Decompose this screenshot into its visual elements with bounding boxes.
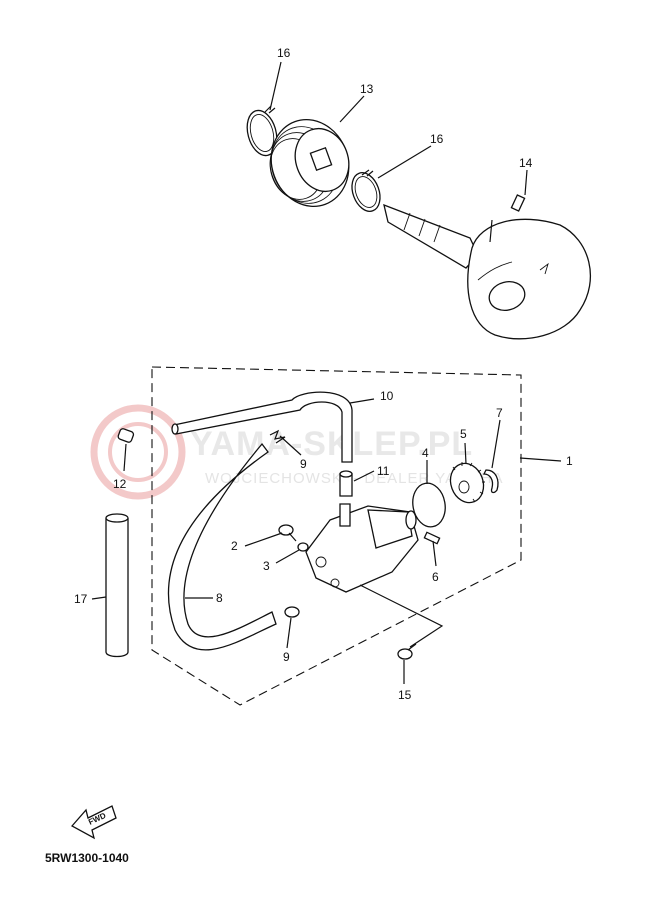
callout-3: 3 xyxy=(263,559,270,573)
circlip-16-right xyxy=(351,169,381,212)
collar-11 xyxy=(339,470,353,497)
callout-16-top: 16 xyxy=(277,46,291,60)
callout-2: 2 xyxy=(231,539,238,553)
watermark-logo xyxy=(90,404,186,500)
gear-5 xyxy=(449,462,485,504)
bolt-2 xyxy=(278,524,297,542)
circlip-16-left xyxy=(246,105,278,157)
callout-6: 6 xyxy=(432,570,439,584)
callout-16-mid: 16 xyxy=(430,132,444,146)
pin-6 xyxy=(423,531,441,545)
hose-8 xyxy=(167,442,277,651)
callout-7: 7 xyxy=(496,406,503,420)
pipe-10 xyxy=(171,391,353,463)
circlip-7 xyxy=(482,469,499,494)
bolt-13 xyxy=(397,643,417,660)
callout-labels: 16 13 16 14 10 7 5 4 1 11 9 12 2 3 6 8 1… xyxy=(74,46,573,702)
callout-13: 15 xyxy=(398,688,412,702)
callout-15: 14 xyxy=(519,156,533,170)
callout-9-bottom: 9 xyxy=(283,650,290,664)
washer-3 xyxy=(297,542,309,552)
watermark-main-text: YAMA-SKLEP.PL xyxy=(190,425,473,463)
callout-10: 10 xyxy=(380,389,394,403)
clamp-9-bottom xyxy=(284,606,300,618)
oil-pump-body xyxy=(305,503,419,593)
callout-17: 17 xyxy=(74,592,88,606)
gear-14 xyxy=(269,119,350,207)
leader-lines xyxy=(91,61,562,684)
cap-12 xyxy=(117,428,135,443)
shaft-housing xyxy=(383,203,592,340)
callout-5: 5 xyxy=(460,427,467,441)
callout-12: 12 xyxy=(113,477,127,491)
callout-8: 8 xyxy=(216,591,223,605)
fwd-arrow-icon: FWD xyxy=(70,805,117,840)
diagram-code: 5RW1300-1040 xyxy=(45,851,129,865)
pin-15 xyxy=(510,194,526,212)
callout-14: 13 xyxy=(360,82,374,96)
clamp-9-top xyxy=(269,429,286,444)
callout-1: 1 xyxy=(566,454,573,468)
watermark: YAMA-SKLEP.PL WOJCIECHOWSKI - DEALER YAM… xyxy=(90,404,502,500)
callout-11: 11 xyxy=(377,464,390,478)
oring-4 xyxy=(412,482,446,528)
callout-9-top: 9 xyxy=(300,457,307,471)
callout-4: 4 xyxy=(422,446,429,460)
tube-17 xyxy=(105,513,129,658)
